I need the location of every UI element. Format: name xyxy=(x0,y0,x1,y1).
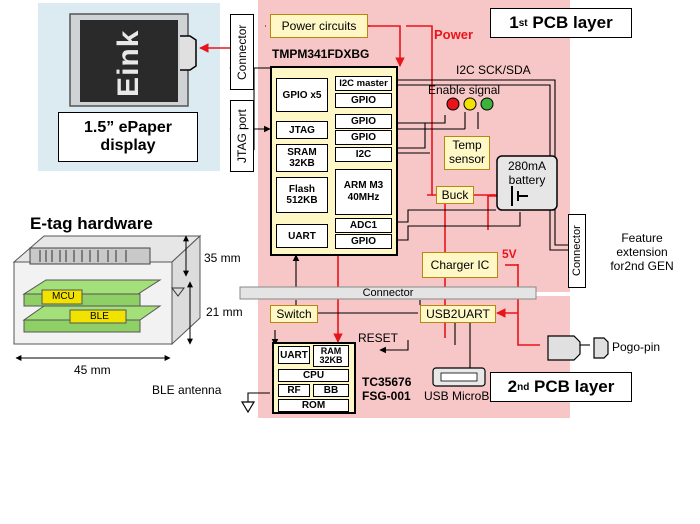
battery-symbol-icon xyxy=(511,186,528,206)
reset-label: RESET xyxy=(358,331,399,345)
feature-extension-label: Feature extension for2nd GEN xyxy=(610,231,674,273)
ble-cpu: CPU xyxy=(278,369,349,382)
i2c-label: I2C SCK/SDA xyxy=(456,63,531,77)
etag-title: E-tag hardware xyxy=(30,214,153,233)
pcb1-title-sup: st xyxy=(518,17,528,29)
etag-mcu-label: MCU xyxy=(52,291,75,302)
dim-35-label: 35 mm xyxy=(204,251,241,265)
ble-rom: ROM xyxy=(278,399,349,412)
pogo-pin-right-icon xyxy=(593,337,609,359)
pcb1-title-num: 1 xyxy=(509,13,519,32)
etag-drawing xyxy=(12,234,202,346)
pcb2-title-num: 2 xyxy=(507,377,518,396)
mcu-core: ARM M3 40MHz xyxy=(335,169,392,215)
buck-box: Buck xyxy=(436,186,474,204)
mcu-name: TMPM341FDXBG xyxy=(272,47,370,61)
jtag-port: JTAG port xyxy=(230,100,254,172)
mcu-i2c-master: I2C master xyxy=(335,76,392,91)
temp-sensor-box: Temp sensor xyxy=(444,136,490,170)
display-label-line2: display xyxy=(100,137,156,154)
display-label-line1: 1.5” ePaper xyxy=(83,119,173,136)
pogo-pin-icon xyxy=(547,335,581,361)
charger-ic-box: Charger IC xyxy=(422,252,498,278)
right-connector: Connector xyxy=(568,214,586,288)
mcu-gpio-c: GPIO xyxy=(335,130,392,145)
usb-microb-label: USB MicroB xyxy=(424,389,490,403)
ble-uart: UART xyxy=(278,346,310,364)
ble-bb: BB xyxy=(313,384,349,397)
mcu-gpio-b: GPIO xyxy=(335,114,392,129)
mcu-jtag: JTAG xyxy=(276,121,328,139)
display-label-box: 1.5” ePaper display xyxy=(58,112,198,162)
mcu-adc1: ADC1 xyxy=(335,218,392,233)
mcu-gpio-d: GPIO xyxy=(335,234,392,249)
pcb1-title-rest: PCB layer xyxy=(527,13,613,32)
battery-label: 280mA battery xyxy=(507,159,547,187)
mcu-gpio-a: GPIO xyxy=(335,93,392,108)
led-yellow-icon xyxy=(463,97,477,111)
pogo-pin-label: Pogo-pin xyxy=(612,340,661,354)
power-label: Power xyxy=(434,27,474,42)
led-red-icon xyxy=(446,97,460,111)
mcu-i2c: I2C xyxy=(335,147,392,162)
mcu-gpio-x5: GPIO x5 xyxy=(276,78,328,112)
pcb2-title-sup: nd xyxy=(517,381,530,393)
led-green-icon xyxy=(480,97,494,111)
mcu-uart: UART xyxy=(276,224,328,248)
ble-ram: RAM 32KB xyxy=(313,345,349,367)
eink-logo: Eink xyxy=(111,29,145,97)
usb-port-slot xyxy=(440,372,478,382)
usb2uart-box: USB2UART xyxy=(420,305,496,323)
ble-rf: RF xyxy=(278,384,310,397)
five-volt-label: 5V xyxy=(502,247,517,261)
display-flex-cable xyxy=(180,35,197,71)
middle-connector xyxy=(239,286,537,300)
etag-ble-label: BLE xyxy=(90,311,109,322)
switch-box: Switch xyxy=(270,305,318,323)
antenna-icon xyxy=(240,401,256,414)
dim-21-label: 21 mm xyxy=(206,305,243,319)
dim-45-label: 45 mm xyxy=(74,363,111,377)
power-circuits-box: Power circuits xyxy=(270,14,368,38)
mcu-sram: SRAM 32KB xyxy=(276,144,328,172)
eink-screen xyxy=(80,20,178,102)
ble-antenna-label: BLE antenna xyxy=(152,383,222,397)
ble-chip-name: TC35676 FSG-001 xyxy=(362,375,412,403)
pcb2-title-rest: PCB layer xyxy=(529,377,615,396)
enable-label: Enable signal xyxy=(428,83,501,97)
middle-connector-label: Connector xyxy=(362,287,414,299)
display-connector: Connector xyxy=(230,14,254,90)
mcu-flash: Flash 512KB xyxy=(276,177,328,213)
dimension-lines xyxy=(15,235,193,361)
